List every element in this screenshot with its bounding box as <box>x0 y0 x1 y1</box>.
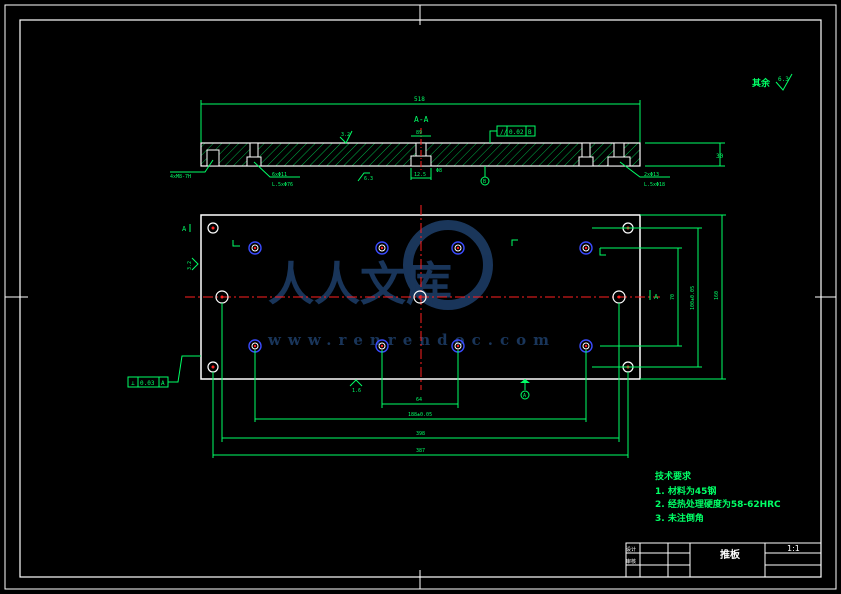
perp-datum: A <box>161 380 165 387</box>
dim-height-small: 70 <box>670 294 676 300</box>
part-name: 推板 <box>720 548 741 561</box>
dim-height-total: 160 <box>714 291 720 300</box>
title-row2-label: 审核 <box>626 558 636 565</box>
watermark-ring <box>403 220 493 310</box>
section-hole <box>249 142 259 158</box>
flatness-datum: B <box>528 129 532 136</box>
ra-top: 3.2 <box>341 132 350 138</box>
ra-bottom: 1.6 <box>352 388 361 394</box>
roughness-symbol-icon <box>775 73 793 91</box>
dim-middle-spacing: 188±0.05 <box>408 412 432 418</box>
cbore-left-sub: L.5xΦ76 <box>272 182 293 188</box>
section-hole <box>206 149 220 167</box>
perp-tol: 0.03 <box>140 380 155 387</box>
plan-view: A A <box>127 205 726 458</box>
dim-overall-length: 518 <box>414 96 425 103</box>
tech-item-2: 2. 经热处理硬度为58-62HRC <box>655 498 781 510</box>
dim-small: Φ8 <box>436 168 442 174</box>
datum-b: B <box>483 179 486 185</box>
tech-title: 技术要求 <box>655 470 692 482</box>
dim-outer-spacing: 398 <box>416 431 425 437</box>
section-hole <box>613 142 625 158</box>
section-title: A-A <box>414 115 429 124</box>
roughness-value: 6.3 <box>778 76 789 83</box>
section-cbore <box>607 156 631 167</box>
dim-ra-center: 12.5 <box>414 172 426 178</box>
section-cbore <box>578 156 594 167</box>
dim-height-mid: 100±0.05 <box>690 286 696 310</box>
flatness-tol: 0.02 <box>509 129 524 136</box>
cbore-left: 6xΦ11 <box>272 172 287 178</box>
tech-requirements: 技术要求 1. 材料为45钢 2. 经热处理硬度为58-62HRC 3. 未注倒… <box>655 470 781 524</box>
dim-thickness: 30 <box>716 153 724 160</box>
datum-a: A <box>523 393 526 399</box>
ra-left: 6.3 <box>364 176 373 182</box>
cbore-right-sub: L.5xΦ18 <box>644 182 665 188</box>
roughness-mark-icon <box>339 130 353 144</box>
hole-center <box>413 290 427 304</box>
ra-side: 3.2 <box>187 261 193 270</box>
dim-inner-spacing: 64 <box>416 397 422 403</box>
watermark-url: www.renrendoc.com <box>267 331 556 349</box>
cbore-right: 2xΦ13 <box>644 172 659 178</box>
section-view: A-A 518 30 // 0.02 B <box>170 96 725 188</box>
dim-total: 387 <box>416 448 425 454</box>
title-row1-label: 设计 <box>626 546 636 553</box>
roughness-label: 其余 <box>752 77 771 89</box>
hole-corner <box>207 222 219 234</box>
svg-text:⊥: ⊥ <box>131 380 135 387</box>
svg-text://: // <box>500 129 508 136</box>
watermark-text: 人人文库 <box>268 257 452 311</box>
section-hole <box>581 142 591 158</box>
title-block <box>625 542 822 578</box>
watermark: 人人文库 www.renrendoc.com <box>267 220 556 349</box>
scale: 1:1 <box>787 544 800 553</box>
section-mark-right: A <box>654 293 659 301</box>
dim-center: 89 <box>416 130 422 136</box>
datum-a-marker <box>520 390 530 400</box>
tech-item-1: 1. 材料为45钢 <box>655 485 716 497</box>
section-cbore <box>246 156 262 167</box>
bore-note: 4xM8-7H <box>170 174 191 180</box>
section-mark-left: A <box>182 225 187 233</box>
cbore-holes <box>248 241 593 353</box>
tech-item-3: 3. 未注倒角 <box>655 512 704 524</box>
